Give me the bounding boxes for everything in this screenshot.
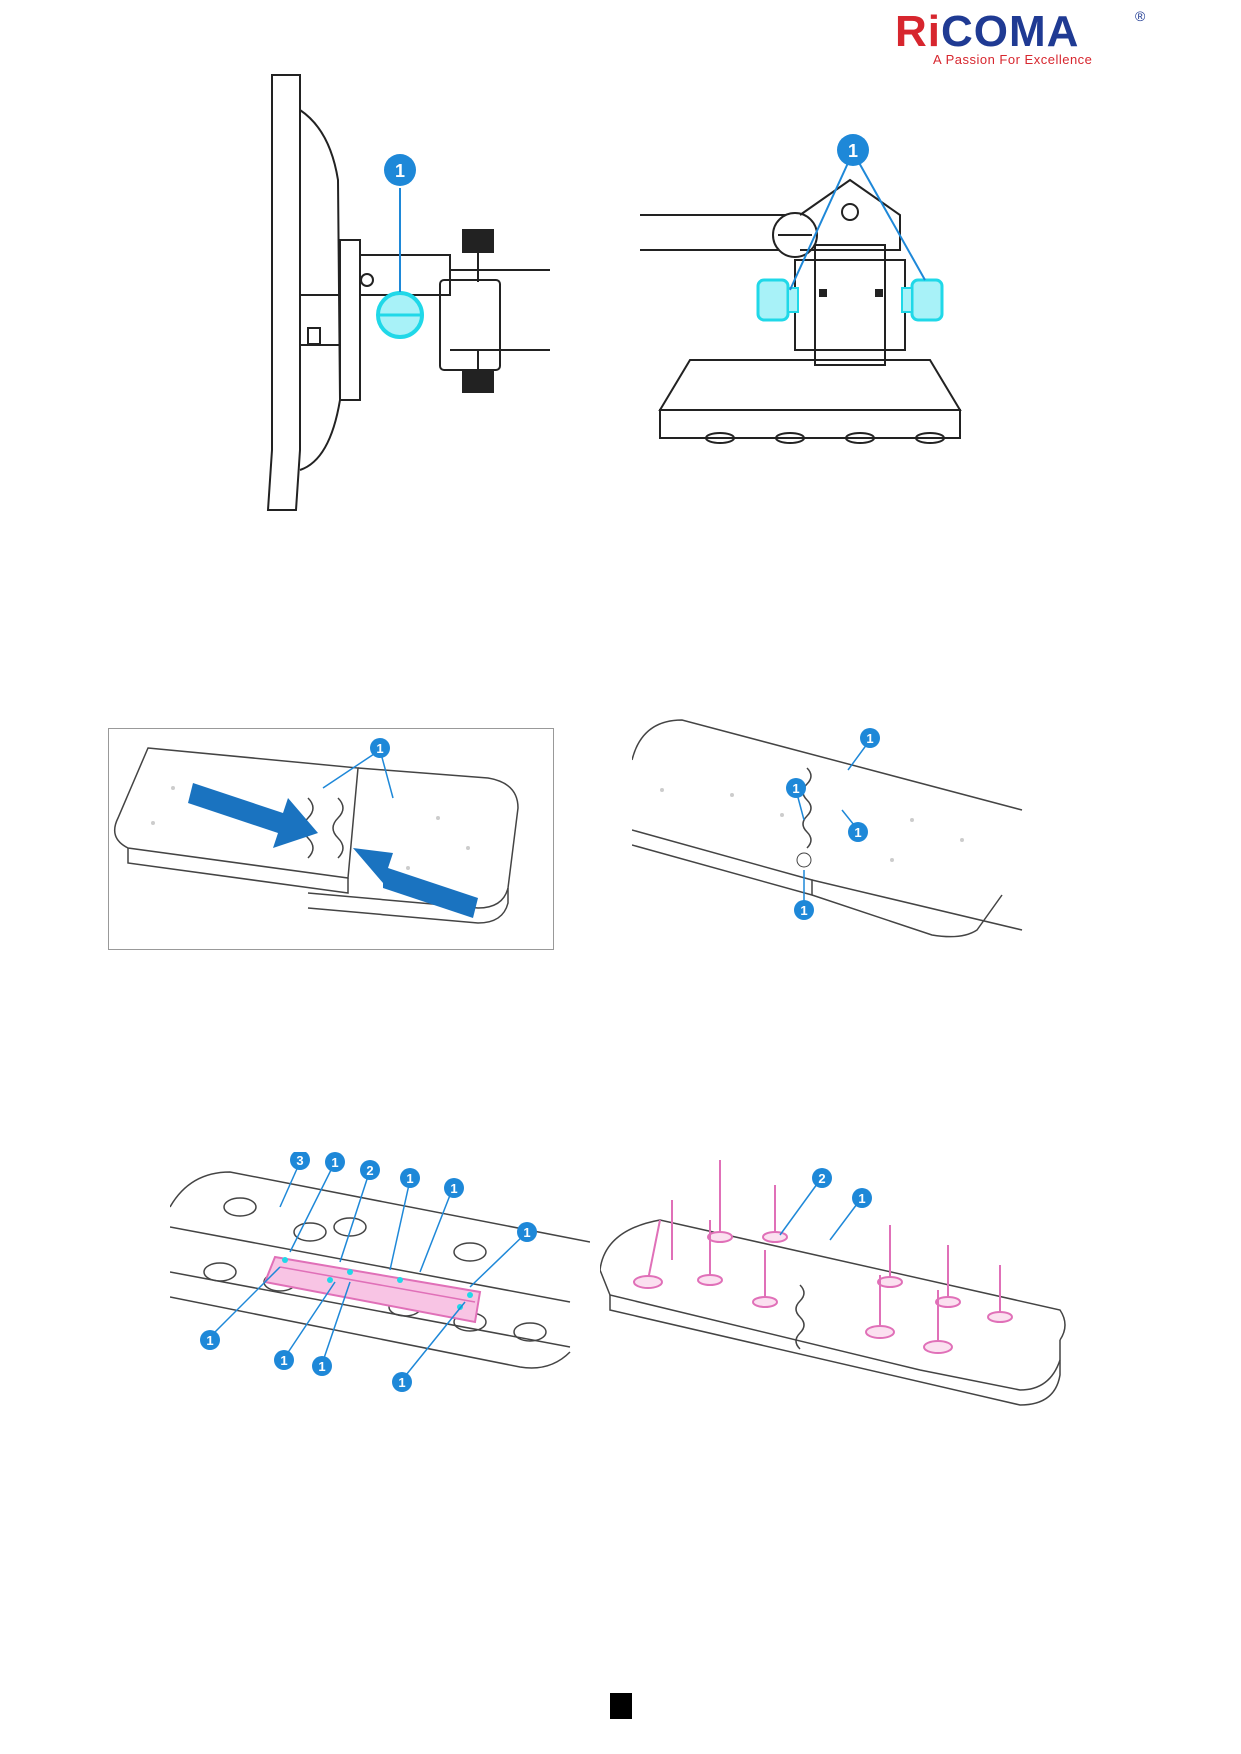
callout-badge: 1 (331, 1155, 338, 1170)
callout-badge: 1 (280, 1353, 287, 1368)
figure-monitor-side-view: 1 (260, 70, 580, 530)
callout-badge: 2 (366, 1163, 373, 1178)
callout-badge: 1 (800, 903, 807, 918)
callout-badge: 1 (395, 161, 405, 181)
callout-badge: 1 (866, 731, 873, 746)
callout-badge: 2 (818, 1171, 825, 1186)
callout-badge: 3 (296, 1153, 303, 1168)
figure-bracket-front-view: 1 (640, 130, 1000, 460)
callout-badge: 1 (398, 1375, 405, 1390)
figure-plates-join-arrows: 1 (108, 728, 554, 950)
callout-badge: 1 (376, 741, 383, 756)
callout-badge: 1 (858, 1191, 865, 1206)
figure-plate-with-pins: 2 1 (600, 1160, 1070, 1420)
page-number-marker (610, 1693, 632, 1719)
logo-registered-mark: ® (1135, 8, 1146, 24)
logo-wordmark: RiCOMA (895, 7, 1080, 56)
callout-badge: 1 (848, 141, 858, 161)
ricoma-logo: RiCOMA ® A Passion For Excellence (895, 8, 1195, 68)
callout-badge: 1 (450, 1181, 457, 1196)
callout-badge: 1 (206, 1333, 213, 1348)
callout-badge: 1 (318, 1359, 325, 1374)
figure-plate-underside-strip: 3 1 2 1 1 1 1 1 1 1 (170, 1152, 590, 1422)
callout-badge: 1 (792, 781, 799, 796)
figure-joined-plate-screws: 1 1 1 1 (632, 710, 1024, 950)
callout-badge: 1 (523, 1225, 530, 1240)
logo-tagline: A Passion For Excellence (933, 52, 1093, 67)
callout-badge: 1 (854, 825, 861, 840)
callout-badge: 1 (406, 1171, 413, 1186)
